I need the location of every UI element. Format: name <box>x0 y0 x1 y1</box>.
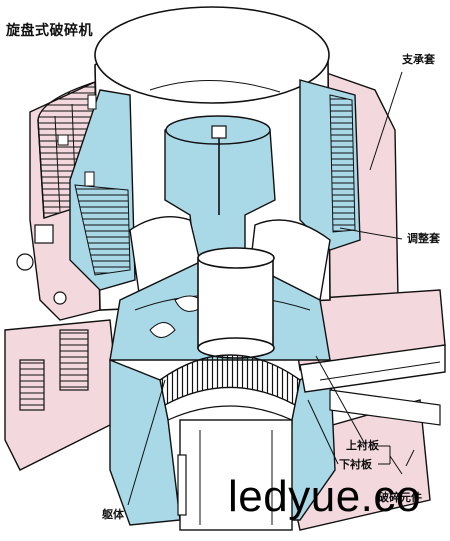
label-upper-liner: 上衬板 <box>346 439 379 452</box>
label-lower-liner: 下衬板 <box>339 458 372 471</box>
bevel-gear <box>159 354 301 421</box>
label-crush-element: 破碎元件 <box>378 491 422 504</box>
watermark: ledyue.co <box>228 472 421 521</box>
label-adjust-sleeve: 调整套 <box>407 232 440 245</box>
main-shaft <box>197 247 275 359</box>
lower-body <box>109 358 336 531</box>
feed-cone <box>164 115 276 263</box>
upper-bowl <box>69 79 361 291</box>
diagram-title: 旋盘式破碎机 <box>6 23 93 39</box>
springs <box>19 329 89 411</box>
drive-shaft <box>299 344 446 426</box>
label-body: 躯体 <box>102 508 124 521</box>
leader-lines <box>127 71 415 506</box>
bolts <box>16 94 97 305</box>
label-support-sleeve: 支承套 <box>402 53 435 66</box>
